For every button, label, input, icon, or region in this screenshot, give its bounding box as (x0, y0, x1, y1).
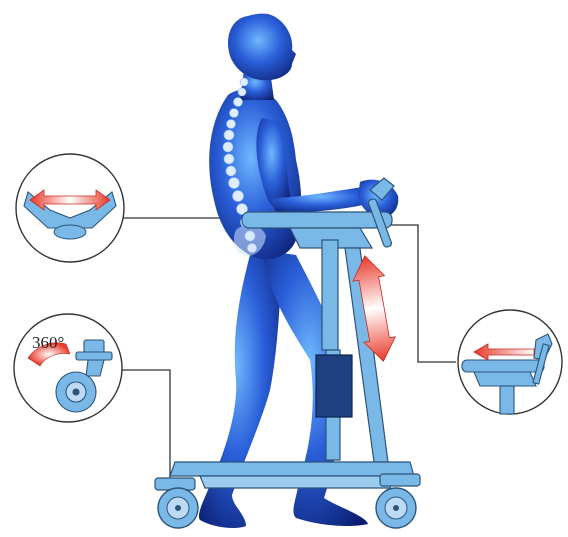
callout-bottom-left: 360° (14, 314, 122, 422)
callout-right (458, 310, 562, 414)
callout-top-left (16, 154, 124, 262)
rear-wheel (158, 488, 198, 528)
swivel-label: 360° (32, 333, 64, 352)
front-wheel (376, 488, 416, 528)
